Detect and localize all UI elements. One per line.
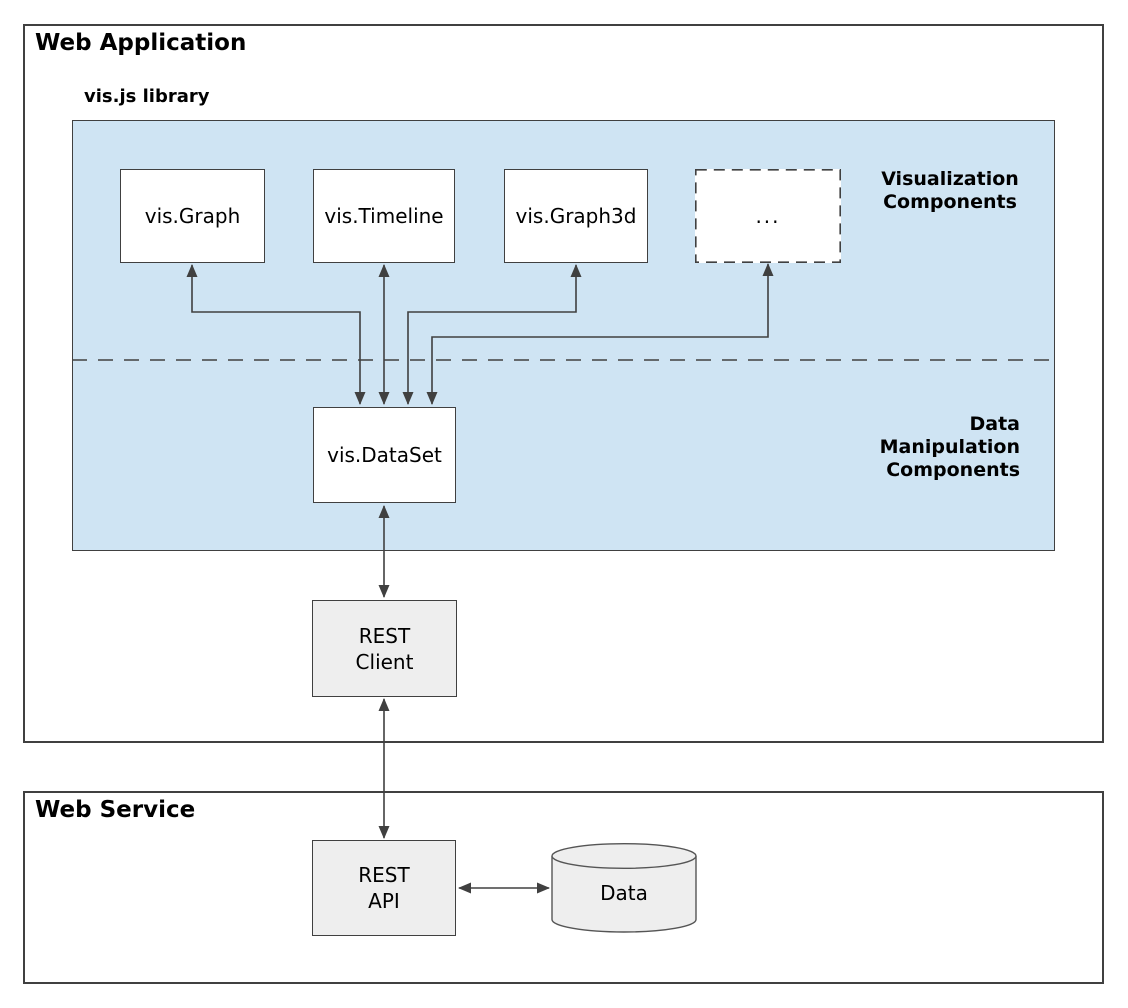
node-vis-timeline: vis.Timeline bbox=[313, 169, 455, 263]
visualization-components-line2: Components bbox=[883, 191, 1017, 213]
data-store-label: Data bbox=[600, 881, 648, 905]
data-manipulation-components-label: Data Manipulation Components bbox=[820, 413, 1020, 482]
node-rest-api: REST API bbox=[312, 840, 456, 936]
vis-library-title: vis.js library bbox=[84, 86, 210, 107]
database-cylinder-icon bbox=[551, 842, 697, 933]
visualization-components-line1: Visualization bbox=[881, 168, 1019, 190]
node-more-components: ... bbox=[695, 169, 841, 263]
node-vis-dataset-label: vis.DataSet bbox=[327, 443, 442, 467]
data-manipulation-line1: Data bbox=[969, 413, 1021, 435]
node-vis-graph3d: vis.Graph3d bbox=[504, 169, 648, 263]
rest-api-line2: API bbox=[368, 889, 400, 913]
node-rest-api-label: REST API bbox=[358, 862, 409, 914]
web-application-title: Web Application bbox=[35, 30, 247, 56]
data-manipulation-line3: Components bbox=[886, 459, 1020, 481]
node-data-store bbox=[551, 842, 697, 933]
node-more-components-label: ... bbox=[755, 204, 781, 228]
node-vis-graph3d-label: vis.Graph3d bbox=[515, 204, 637, 228]
node-rest-client-label: REST Client bbox=[356, 623, 414, 675]
node-rest-client: REST Client bbox=[312, 600, 457, 697]
rest-client-line2: Client bbox=[355, 649, 414, 674]
visualization-components-label: Visualization Components bbox=[862, 168, 1038, 214]
node-vis-timeline-label: vis.Timeline bbox=[324, 204, 444, 228]
rest-client-line1: REST bbox=[358, 623, 411, 648]
web-service-title: Web Service bbox=[35, 797, 196, 823]
node-vis-graph: vis.Graph bbox=[120, 169, 265, 263]
rest-api-line1: REST bbox=[358, 863, 410, 887]
node-vis-dataset: vis.DataSet bbox=[313, 407, 456, 503]
web-application-box bbox=[23, 24, 1104, 743]
web-service-box bbox=[23, 791, 1104, 984]
node-vis-graph-label: vis.Graph bbox=[144, 204, 241, 228]
data-manipulation-line2: Manipulation bbox=[879, 436, 1020, 458]
